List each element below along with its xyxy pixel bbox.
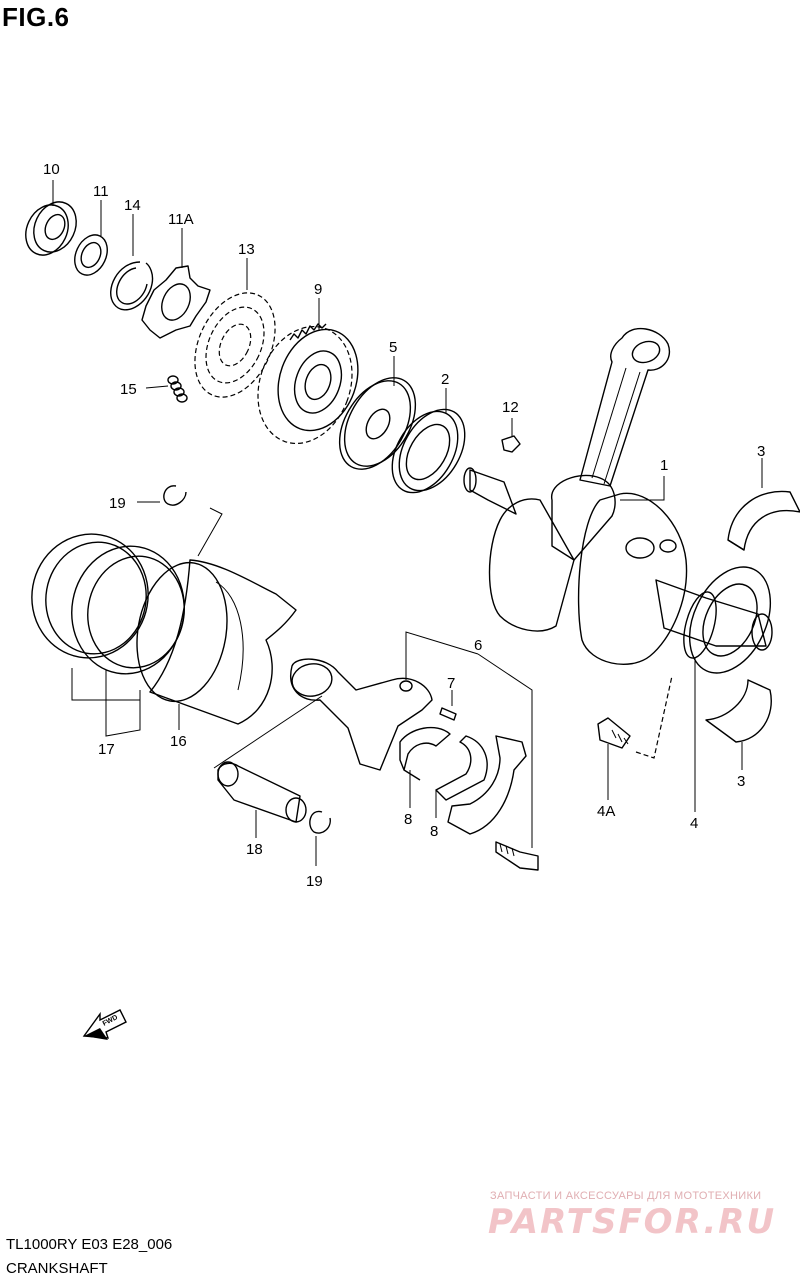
part-piston-pin-clip-bottom[interactable] bbox=[309, 810, 331, 834]
callout-3-upper: 3 bbox=[757, 443, 765, 460]
callout-13: 13 bbox=[238, 241, 255, 258]
part-rod-bearing-a[interactable] bbox=[399, 726, 451, 781]
footer-section-name: CRANKSHAFT bbox=[6, 1260, 108, 1277]
part-o-ring[interactable] bbox=[678, 589, 723, 662]
callout-19-bottom: 19 bbox=[306, 873, 323, 890]
callout-9: 9 bbox=[314, 281, 322, 298]
part-lock-washer[interactable] bbox=[141, 265, 211, 339]
callout-17: 17 bbox=[98, 741, 115, 758]
callout-3-lower: 3 bbox=[737, 773, 745, 790]
part-rod-cap[interactable] bbox=[447, 735, 527, 835]
callout-2: 2 bbox=[441, 371, 449, 388]
callout-11: 11 bbox=[93, 183, 109, 200]
figure-title: FIG.6 bbox=[2, 2, 70, 32]
part-piston-rings[interactable] bbox=[22, 525, 194, 683]
part-rod-bearing-b[interactable] bbox=[435, 735, 488, 801]
callout-11a: 11A bbox=[168, 211, 194, 228]
callout-18: 18 bbox=[246, 841, 263, 858]
callout-8-left: 8 bbox=[404, 811, 412, 828]
callout-labels: 10 11 14 11A 13 9 15 5 2 12 1 3 19 6 7 1… bbox=[43, 161, 765, 890]
leader-lines bbox=[52, 180, 763, 866]
part-dowel-pin[interactable] bbox=[439, 707, 457, 721]
callout-7: 7 bbox=[447, 675, 455, 692]
part-primary-drive-gear[interactable] bbox=[179, 280, 291, 410]
forward-arrow-icon: FWD bbox=[82, 1009, 127, 1040]
callout-4a: 4A bbox=[597, 803, 615, 820]
callout-5: 5 bbox=[389, 339, 397, 356]
part-key[interactable] bbox=[501, 435, 521, 453]
part-bolt[interactable] bbox=[597, 717, 631, 749]
callout-16: 16 bbox=[170, 733, 187, 750]
callout-1: 1 bbox=[660, 457, 668, 474]
part-bearing[interactable] bbox=[379, 398, 478, 504]
part-thrust-washer[interactable] bbox=[325, 365, 430, 481]
part-spring[interactable] bbox=[167, 375, 188, 403]
part-washer[interactable] bbox=[69, 230, 114, 281]
callout-12: 12 bbox=[502, 399, 519, 416]
part-gear[interactable] bbox=[242, 313, 371, 457]
callout-15: 15 bbox=[120, 381, 137, 398]
watermark-logo: PARTSFOR.RU bbox=[488, 1202, 777, 1242]
callout-4: 4 bbox=[690, 815, 698, 832]
callout-19-top: 19 bbox=[109, 495, 126, 512]
part-crankshaft[interactable] bbox=[463, 327, 786, 686]
part-circlip[interactable] bbox=[110, 261, 154, 311]
callout-10: 10 bbox=[43, 161, 60, 178]
part-rod-bolt[interactable] bbox=[495, 841, 539, 871]
part-piston[interactable] bbox=[127, 555, 297, 725]
callout-8-right: 8 bbox=[430, 823, 438, 840]
part-piston-pin[interactable] bbox=[217, 761, 307, 823]
part-connecting-rod[interactable] bbox=[290, 658, 433, 771]
part-piston-pin-clip-top[interactable] bbox=[163, 485, 187, 506]
part-crank-bearing-upper[interactable] bbox=[727, 490, 800, 551]
callout-14: 14 bbox=[124, 197, 141, 214]
callout-6: 6 bbox=[474, 637, 482, 654]
part-crank-bearing-lower[interactable] bbox=[705, 679, 772, 743]
part-oil-seal[interactable] bbox=[18, 195, 84, 262]
footer-model-code: TL1000RY E03 E28_006 bbox=[6, 1236, 173, 1253]
watermark-tagline: ЗАПЧАСТИ И АКСЕССУАРЫ ДЛЯ МОТОТЕХНИКИ bbox=[490, 1190, 762, 1202]
